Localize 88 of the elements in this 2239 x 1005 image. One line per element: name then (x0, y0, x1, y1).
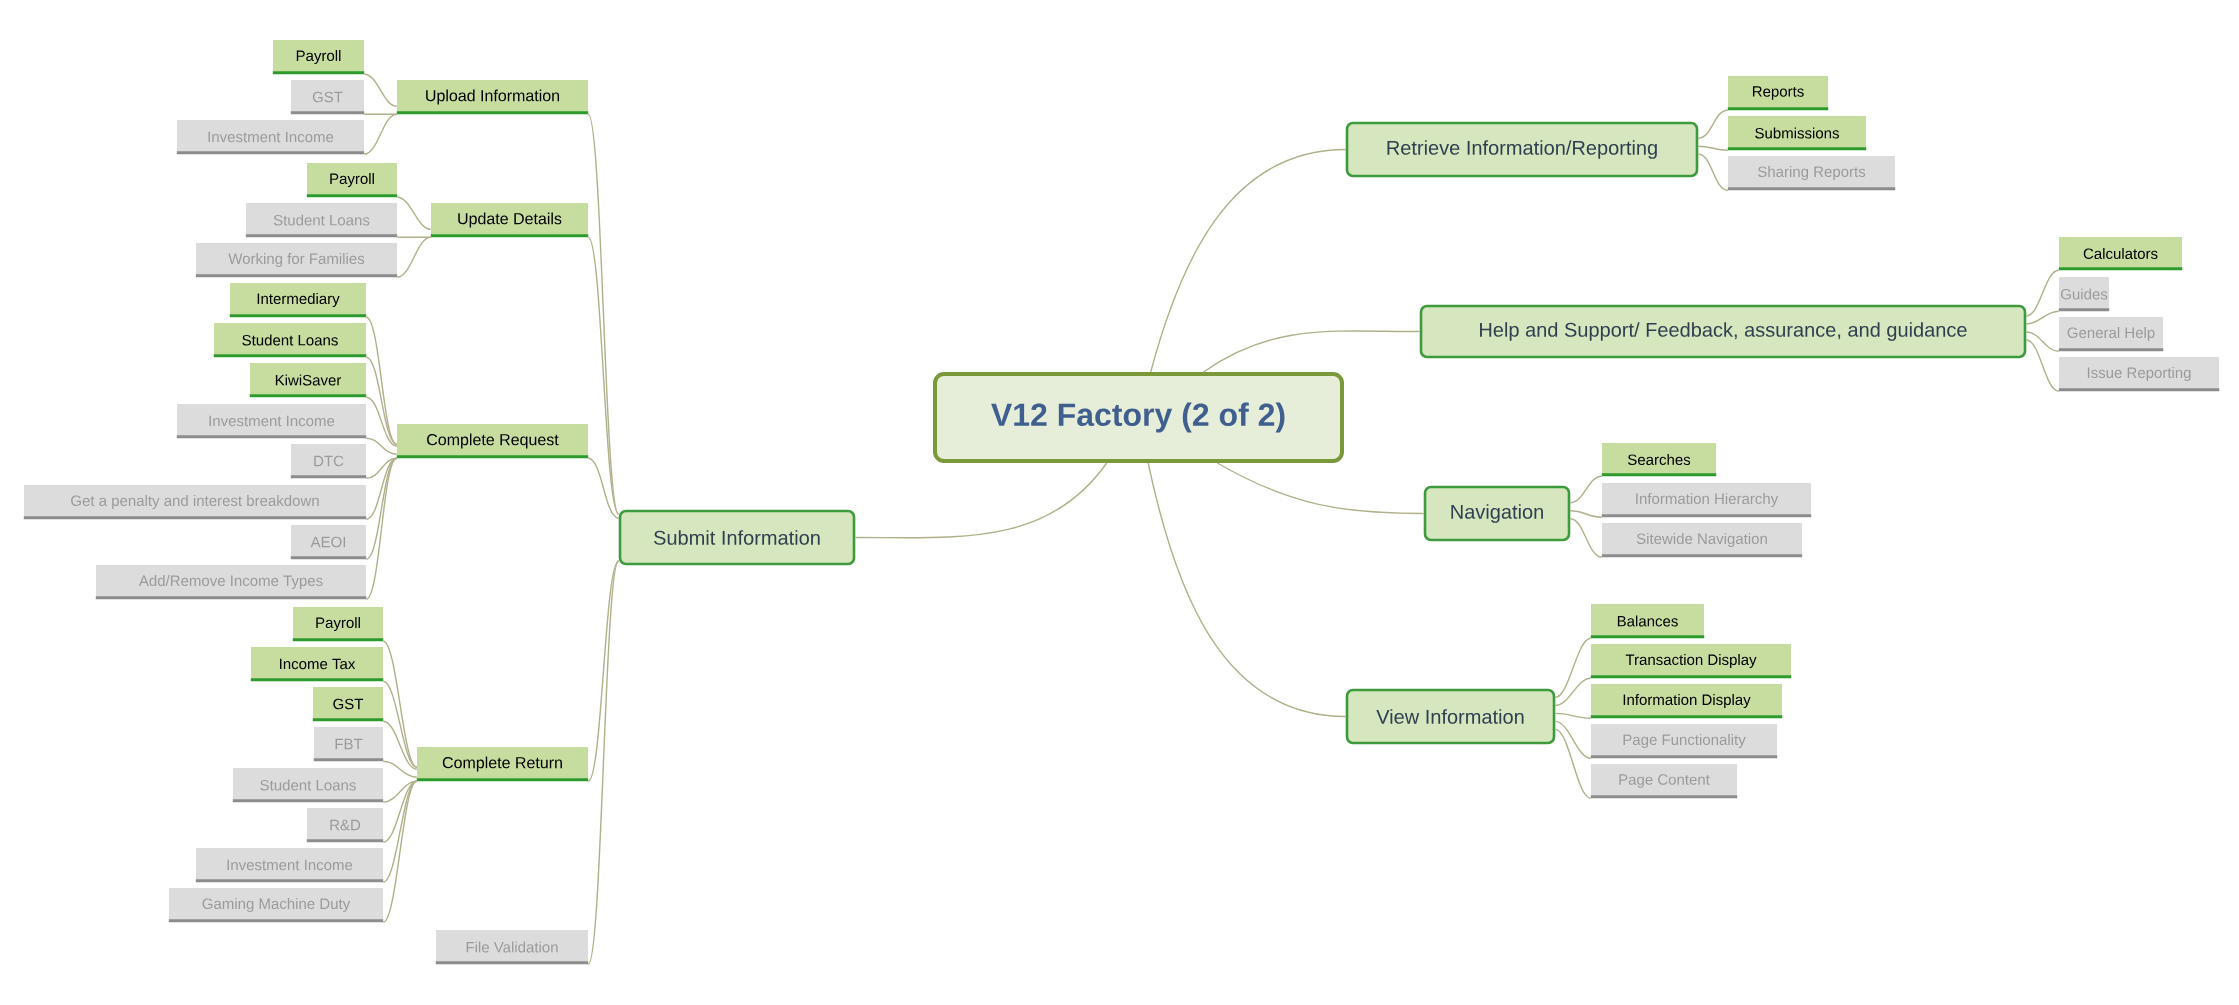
subtopic-box: Complete Request (396, 424, 589, 459)
main-topic-box: Help and Support/ Feedback, assurance, and guidance (1419, 304, 2027, 359)
subtopic-box: Searches (1601, 443, 1717, 477)
subtopic-box: Investment Income (176, 404, 367, 439)
main-topic-box: Navigation (1423, 485, 1571, 542)
main-topic-box: Retrieve Information/Reporting (1345, 121, 1699, 178)
connector-line (587, 457, 620, 519)
connector-line (382, 680, 418, 768)
subtopic-box: GST (290, 80, 365, 115)
connector-line (365, 437, 398, 455)
connector-line (396, 236, 432, 278)
connector-line (2025, 339, 2060, 392)
connector-line (1554, 637, 1592, 699)
subtopic-box: Submissions (1727, 116, 1867, 151)
connector-line (2025, 331, 2060, 352)
connector-line (1216, 462, 1425, 515)
connector-line (1147, 462, 1347, 718)
connector-line (363, 73, 398, 107)
connector-line (365, 457, 398, 560)
connector-line (854, 462, 1108, 539)
subtopic-box: Student Loans (232, 768, 384, 803)
subtopic-box: Income Tax (250, 647, 384, 682)
subtopic-box: File Validation (435, 930, 589, 965)
subtopic-box: DTC (290, 444, 367, 479)
connector-line (382, 760, 418, 778)
subtopic-box: GST (312, 687, 384, 722)
connector-line (587, 560, 620, 965)
subtopic-box: Sharing Reports (1727, 156, 1896, 191)
connector-line (1554, 677, 1592, 707)
connector-line (365, 457, 398, 600)
connector-line (587, 236, 620, 515)
connector-line (365, 356, 398, 445)
subtopic-box: Balances (1590, 604, 1705, 639)
connector-line (1569, 510, 1603, 518)
subtopic-box: Transaction Display (1590, 644, 1792, 679)
connector-line (1569, 518, 1603, 558)
connector-line (1697, 109, 1729, 139)
subtopic-box: Guides (2058, 277, 2110, 312)
subtopic-box: Intermediary (229, 283, 367, 318)
subtopic-box: KiwiSaver (249, 363, 367, 398)
connector-line (1554, 712, 1592, 719)
subtopic-box: Page Functionality (1590, 724, 1778, 759)
subtopic-box: Payroll (292, 607, 384, 642)
connector-line (2025, 310, 2060, 325)
subtopic-box: Add/Remove Income Types (95, 565, 367, 600)
connector-line (382, 640, 418, 768)
subtopic-box: Upload Information (396, 80, 589, 115)
subtopic-box: Gaming Machine Duty (168, 888, 384, 923)
connector-line (1202, 330, 1421, 373)
subtopic-box: Student Loans (245, 203, 398, 238)
main-topic-box: View Information (1345, 688, 1556, 745)
connector-line (382, 780, 418, 883)
connector-line (587, 560, 620, 782)
subtopic-box: Investment Income (195, 848, 384, 883)
subtopic-box: Payroll (272, 40, 365, 75)
subtopic-box: Complete Return (416, 747, 589, 782)
connector-line (1569, 475, 1603, 504)
connector-line (1697, 153, 1729, 191)
subtopic-box: AEOI (290, 525, 367, 560)
connector-line (2025, 269, 2060, 317)
subtopic-box: Information Display (1590, 684, 1783, 719)
main-topic-box: Submit Information (618, 509, 856, 566)
connector-line (396, 196, 432, 230)
subtopic-box: Sitewide Navigation (1601, 523, 1803, 558)
subtopic-box: Update Details (430, 203, 589, 238)
subtopic-box: Student Loans (213, 323, 367, 358)
connector-line (1697, 145, 1729, 151)
connector-line (365, 316, 398, 445)
subtopic-box: R&D (306, 808, 384, 843)
subtopic-box: Payroll (306, 163, 398, 198)
subtopic-box: Get a penalty and interest breakdown (23, 485, 367, 520)
connector-line (1554, 728, 1592, 799)
connector-line (382, 720, 418, 770)
subtopic-box: Calculators (2058, 237, 2183, 271)
subtopic-box: Reports (1727, 76, 1829, 111)
subtopic-box: FBT (313, 727, 384, 762)
central-topic-box: V12 Factory (2 of 2) (933, 372, 1344, 463)
connector-line (365, 396, 398, 447)
subtopic-box: Page Content (1590, 764, 1738, 799)
connector-line (1554, 720, 1592, 759)
subtopic-box: General Help (2058, 317, 2164, 352)
connector-line (1150, 148, 1347, 373)
subtopic-box: Working for Families (195, 243, 398, 278)
connector-line (363, 113, 398, 155)
subtopic-box: Investment Income (176, 120, 365, 155)
subtopic-box: Issue Reporting (2058, 357, 2220, 392)
connector-line (382, 780, 418, 923)
subtopic-box: Information Hierarchy (1601, 483, 1812, 518)
